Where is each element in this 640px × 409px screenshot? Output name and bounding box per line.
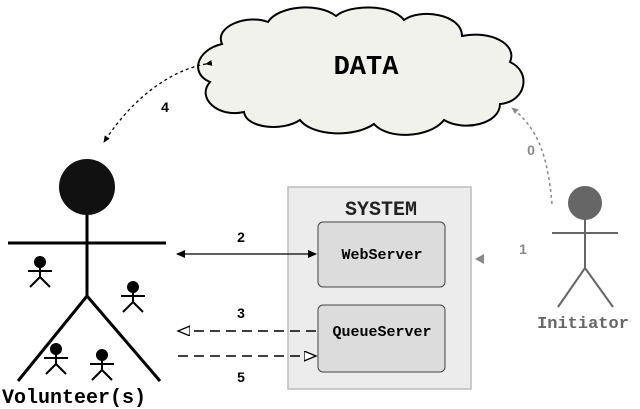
web-server-label: WebServer — [341, 247, 422, 264]
cloud-label: DATA — [334, 53, 400, 83]
initiator-actor — [552, 186, 618, 308]
small-volunteer-figure — [121, 281, 145, 313]
volunteer-actor — [8, 159, 166, 382]
volunteer-right-leg — [85, 295, 162, 382]
edge-2-label: 2 — [237, 229, 245, 245]
initiator-right-leg — [584, 267, 614, 308]
initiator-left-leg — [557, 267, 586, 308]
edge-1-arrowhead — [475, 254, 484, 264]
edge-0-arrow — [511, 107, 553, 205]
edge-4-label: 4 — [161, 99, 169, 115]
edge-0-label: 0 — [527, 142, 535, 158]
initiator-head — [568, 186, 602, 220]
queue-server-label: QueueServer — [332, 324, 431, 341]
queue-server-box: QueueServer — [317, 304, 446, 373]
initiator-label: Initiator — [537, 315, 629, 334]
data-cloud: DATA — [197, 6, 525, 136]
volunteer-label: Volunteer(s) — [2, 387, 146, 409]
small-volunteer-figure — [44, 343, 68, 375]
system-title: SYSTEM — [345, 199, 417, 222]
edge-1-label: 1 — [519, 241, 527, 257]
edge-5-label: 5 — [237, 369, 245, 385]
volunteer-left-leg — [16, 295, 89, 382]
small-volunteer-figure — [90, 349, 114, 381]
volunteer-head — [59, 159, 115, 215]
small-volunteer-figure — [28, 256, 52, 288]
cloud-shape — [197, 6, 525, 136]
web-server-box: WebServer — [317, 221, 446, 288]
edge-3-label: 3 — [237, 305, 245, 321]
edge-4-arrow — [103, 59, 213, 143]
